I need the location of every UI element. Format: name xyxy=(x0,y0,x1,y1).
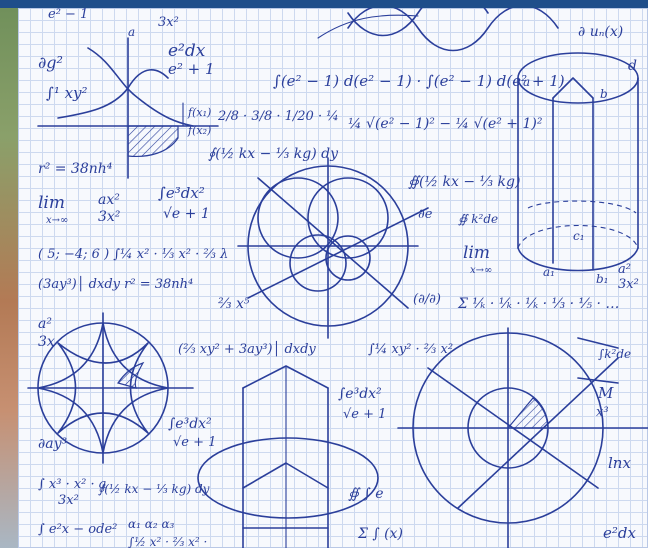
top-frame-bar xyxy=(0,0,648,8)
svg-text:∂e: ∂e xyxy=(418,207,433,222)
svg-text:2/8 · 3/8 · 1/20 · ¼: 2/8 · 3/8 · 1/20 · ¼ xyxy=(217,109,339,124)
handwritten-formulas: ∂g² ∫¹ xy² e²dx e² + 1 ∫(e² − 1) d(e² − … xyxy=(38,8,639,548)
svg-text:∫e³dx²: ∫e³dx² xyxy=(338,386,382,402)
svg-text:b: b xyxy=(600,87,608,101)
svg-text:(⅔ xy² + 3ay³)│ dxdy: (⅔ xy² + 3ay³)│ dxdy xyxy=(178,340,316,357)
svg-text:a²: a² xyxy=(618,262,631,277)
svg-text:∫e³dx²: ∫e³dx² xyxy=(158,184,205,202)
svg-text:3x²: 3x² xyxy=(618,277,639,292)
svg-text:∫¹ xy²: ∫¹ xy² xyxy=(46,84,88,102)
svg-text:lim: lim xyxy=(38,193,65,213)
svg-text:∯ k²de: ∯ k²de xyxy=(458,212,498,226)
svg-text:∫¼ xy² · ⅔ x²: ∫¼ xy² · ⅔ x² xyxy=(368,342,453,357)
svg-text:(∂/∂): (∂/∂) xyxy=(413,292,441,307)
svg-text:∫ x³ · x² · a: ∫ x³ · x² · a xyxy=(38,477,107,492)
svg-text:d: d xyxy=(628,58,637,74)
svg-text:⅔ x⁵: ⅔ x⁵ xyxy=(218,296,250,312)
svg-text:lnx: lnx xyxy=(608,454,631,472)
svg-text:∫e³dx²: ∫e³dx² xyxy=(168,416,212,432)
svg-text:e²dx: e²dx xyxy=(603,524,636,542)
svg-text:x→∞: x→∞ xyxy=(46,215,68,226)
svg-text:∯ ∫ e: ∯ ∫ e xyxy=(348,486,384,502)
graph-paper-sheet: ∂g² ∫¹ xy² e²dx e² + 1 ∫(e² − 1) d(e² − … xyxy=(18,8,648,548)
svg-text:r² = 38nh⁴: r² = 38nh⁴ xyxy=(38,161,113,177)
math-sketch-drawing: ∂g² ∫¹ xy² e²dx e² + 1 ∫(e² − 1) d(e² − … xyxy=(27,8,648,548)
svg-text:∂g²: ∂g² xyxy=(38,53,63,72)
svg-text:ax²: ax² xyxy=(98,192,120,208)
cone-prism-diagram xyxy=(197,365,379,548)
svg-text:a₁: a₁ xyxy=(543,265,555,279)
svg-text:c₁: c₁ xyxy=(573,229,585,243)
svg-text:∫k²de: ∫k²de xyxy=(598,347,631,361)
svg-text:M: M xyxy=(597,384,614,402)
svg-text:√e + 1: √e + 1 xyxy=(173,435,216,450)
svg-text:a²: a² xyxy=(38,316,52,332)
background-photo-strip xyxy=(0,0,18,548)
svg-text:( 5; −4; 6 ) ∫¼ x² · ⅓ x² · ⅔: ( 5; −4; 6 ) ∫¼ x² · ⅓ x² · ⅔ λ xyxy=(38,247,228,262)
svg-text:3x²: 3x² xyxy=(98,209,121,225)
svg-text:e² − 1: e² − 1 xyxy=(48,8,88,22)
svg-text:∮(½ kx − ⅓ kg) dy: ∮(½ kx − ⅓ kg) dy xyxy=(208,146,339,162)
svg-text:Σ ¹⁄ₖ · ¹⁄ₖ · ¹⁄ₖ · ⅓ · ⅕ · …: Σ ¹⁄ₖ · ¹⁄ₖ · ¹⁄ₖ · ⅓ · ⅕ · … xyxy=(457,296,619,312)
svg-text:∂ uₙ(x): ∂ uₙ(x) xyxy=(578,24,623,40)
svg-text:∮(½ kx − ⅓ kg) dy: ∮(½ kx − ⅓ kg) dy xyxy=(98,482,210,496)
svg-text:∂ay³: ∂ay³ xyxy=(38,436,67,452)
curve-graph-top-left xyxy=(37,37,219,179)
svg-text:∫ e²x − ode²: ∫ e²x − ode² xyxy=(38,522,117,537)
svg-text:e² + 1: e² + 1 xyxy=(168,60,215,78)
star-astroid-diagram xyxy=(27,312,194,464)
svg-text:∫½ x² · ⅔ x² ·: ∫½ x² · ⅔ x² · xyxy=(128,535,207,548)
svg-text:√e + 1: √e + 1 xyxy=(163,206,210,222)
svg-text:∫(e² − 1) d(e² − 1) · ∫(e² − 1: ∫(e² − 1) d(e² − 1) · ∫(e² − 1) d(e² + 1… xyxy=(273,72,565,90)
svg-text:√e + 1: √e + 1 xyxy=(343,407,386,422)
right-cylinder-sketch xyxy=(517,52,639,272)
svg-text:x³: x³ xyxy=(596,405,609,420)
svg-text:e²dx: e²dx xyxy=(168,41,206,61)
top-sine-wave xyxy=(317,8,559,52)
svg-text:f(x₂): f(x₂) xyxy=(187,124,211,137)
concentric-circles-diagram xyxy=(397,327,648,548)
svg-text:x→∞: x→∞ xyxy=(470,265,492,276)
svg-text:lim: lim xyxy=(463,243,490,263)
svg-text:∯(½ kx − ⅓ kg): ∯(½ kx − ⅓ kg) xyxy=(408,174,520,190)
svg-text:b₁: b₁ xyxy=(596,272,609,286)
center-polar-diagram xyxy=(237,157,429,339)
svg-text:3x: 3x xyxy=(38,334,55,350)
svg-text:α₁ α₂ α₃: α₁ α₂ α₃ xyxy=(128,517,175,531)
svg-text:f(x₁): f(x₁) xyxy=(187,106,211,119)
svg-text:a: a xyxy=(523,75,530,89)
svg-text:3x²: 3x² xyxy=(58,493,79,508)
svg-text:3x²: 3x² xyxy=(158,15,179,30)
svg-text:a: a xyxy=(128,25,135,39)
svg-text:(3ay³)│ dxdy r² = 38nh⁴: (3ay³)│ dxdy r² = 38nh⁴ xyxy=(38,275,193,292)
svg-text:¼ √(e² − 1)² − ¼ √(e² + 1)²: ¼ √(e² − 1)² − ¼ √(e² + 1)² xyxy=(348,116,543,132)
svg-text:Σ ∫ (x): Σ ∫ (x) xyxy=(357,526,403,542)
